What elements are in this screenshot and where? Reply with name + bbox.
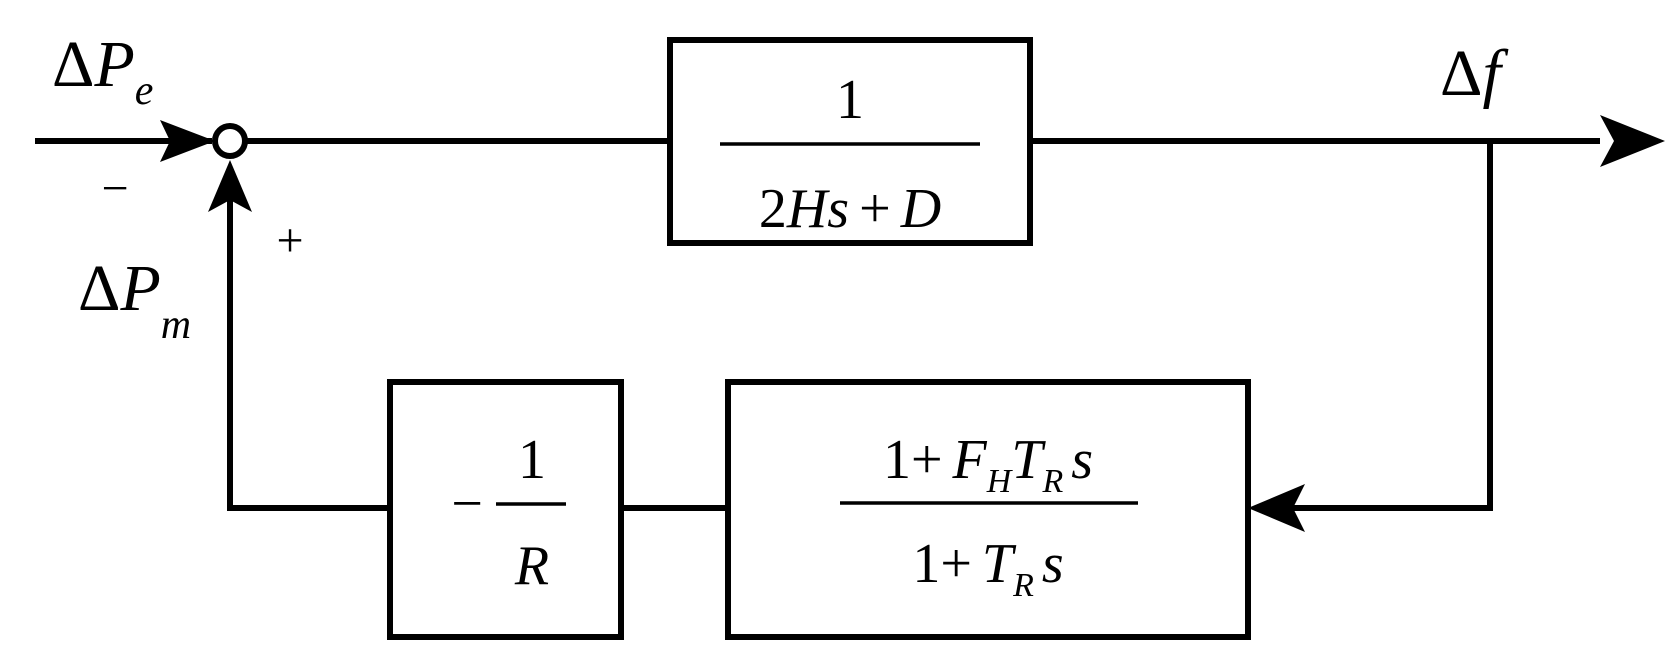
droop-block — [387, 379, 624, 640]
droop-numerator: 1 — [518, 429, 546, 491]
droop-sign: − — [451, 473, 483, 535]
plant-block — [667, 37, 1033, 246]
minus-sign: − — [101, 162, 128, 215]
feedback-takeoff-line — [1258, 141, 1493, 511]
plus-sign: + — [276, 214, 303, 267]
feedback-input-arrowhead — [208, 160, 252, 212]
feedback-arrowhead — [1248, 484, 1305, 532]
input-arrowhead — [160, 120, 215, 162]
input-label: ΔPe — [52, 28, 153, 114]
summing-junction — [212, 123, 248, 159]
output-label: Δf — [1440, 37, 1508, 110]
droop-denominator: R — [514, 535, 549, 597]
output-arrowhead — [1600, 115, 1665, 167]
governor-block — [725, 379, 1251, 640]
plant-numerator: 1 — [836, 69, 864, 131]
feedback-label: ΔPm — [78, 252, 191, 348]
droop-to-junction-line — [227, 200, 390, 511]
plant-denominator: 2Hs+D — [759, 178, 941, 240]
